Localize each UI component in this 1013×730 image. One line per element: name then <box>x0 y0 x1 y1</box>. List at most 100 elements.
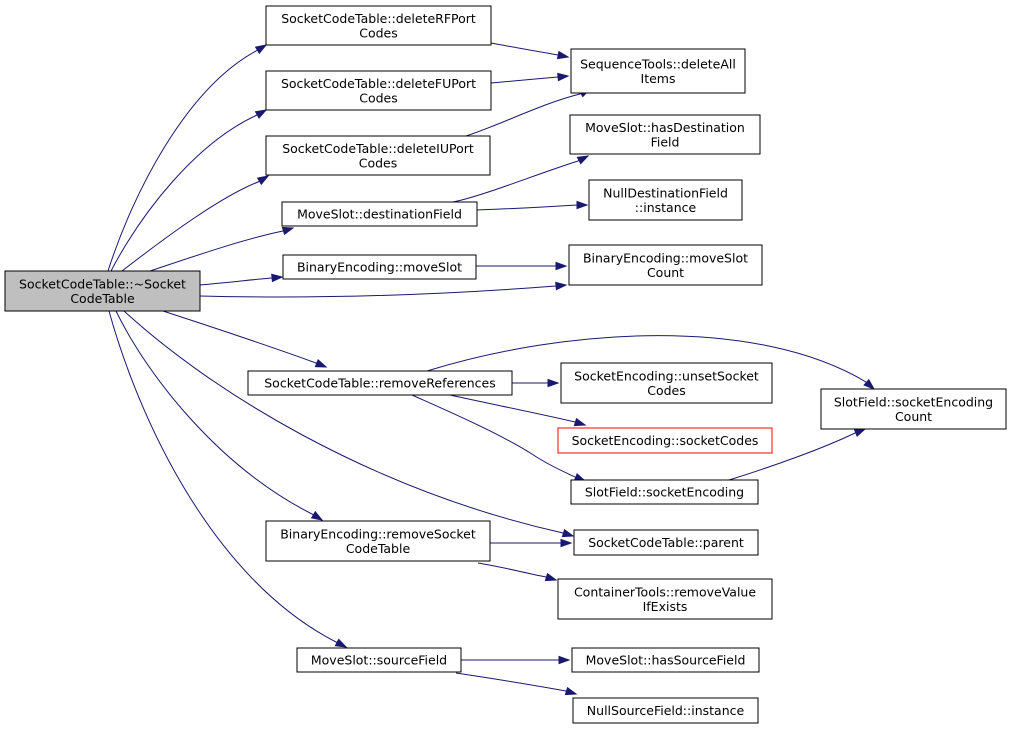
edge-line <box>107 44 267 272</box>
edge-line <box>115 310 323 521</box>
arrowhead-icon <box>547 378 560 388</box>
arrowhead-icon <box>863 378 876 390</box>
node-box <box>247 370 513 396</box>
edge-line <box>121 175 269 272</box>
node-label: Items <box>641 71 676 86</box>
node-box <box>265 5 492 46</box>
node-box <box>568 244 763 286</box>
node-box <box>4 270 201 312</box>
node-label: MoveSlot::hasSourceField <box>586 653 746 668</box>
edge-root-to-deleteFU <box>110 109 268 272</box>
node-label: SequenceTools::deleteAll <box>580 56 736 71</box>
node-label: NullDestinationField <box>603 185 728 200</box>
arrowhead-icon <box>256 175 270 186</box>
edge-root-to-removeSCT <box>115 310 324 521</box>
node-label: ::instance <box>635 200 697 215</box>
node-label: MoveSlot::destinationField <box>297 207 462 222</box>
edge-destField-to-hasDest <box>452 155 590 203</box>
edge-root-to-moveSlot <box>199 273 284 286</box>
edge-line <box>149 227 294 272</box>
arrowhead-icon <box>558 655 571 665</box>
node-slotSE[interactable]: SlotField::socketEncoding <box>570 479 759 505</box>
node-label: BinaryEncoding::moveSlot <box>583 250 748 265</box>
arrowhead-icon <box>314 359 328 368</box>
node-label: MoveSlot::sourceField <box>311 653 447 668</box>
node-label: Count <box>895 409 932 424</box>
node-box <box>560 362 773 404</box>
arrowhead-icon <box>555 261 568 271</box>
node-label: SocketEncoding::unsetSocket <box>574 368 759 383</box>
edge-line <box>108 310 347 648</box>
node-box <box>569 114 761 155</box>
arrowhead-icon <box>576 155 590 165</box>
node-label: Codes <box>647 383 686 398</box>
node-label: SocketCodeTable::deleteRFPort <box>281 11 476 26</box>
arrowhead-icon <box>576 200 589 210</box>
node-removeRefs[interactable]: SocketCodeTable::removeReferences <box>247 370 513 396</box>
nodes-layer: SocketCodeTable::~SocketCodeTableSocketC… <box>4 5 1007 724</box>
edge-root-to-destField <box>149 226 295 272</box>
arrowhead-icon <box>334 638 348 648</box>
node-nullDest[interactable]: NullDestinationField::instance <box>588 179 743 221</box>
edge-removeSCT-to-parent <box>489 538 573 548</box>
edge-line <box>490 42 569 58</box>
arrowhead-icon <box>281 226 295 236</box>
node-hasSource[interactable]: MoveSlot::hasSourceField <box>571 647 760 673</box>
node-box <box>572 697 759 724</box>
edge-root-to-parent <box>123 310 575 538</box>
edge-line <box>490 75 569 84</box>
edge-line <box>449 394 586 426</box>
edge-deleteFU-to-deleteAll <box>490 72 570 84</box>
node-nullSource[interactable]: NullSourceField::instance <box>572 697 759 724</box>
edge-line <box>199 284 567 298</box>
node-box <box>820 388 1007 430</box>
edge-line <box>199 276 283 286</box>
node-label: SlotField::socketEncoding <box>585 485 744 500</box>
edge-removeSCT-to-removeValue <box>477 562 558 582</box>
node-label: SocketCodeTable::removeReferences <box>264 376 496 391</box>
node-label: Count <box>647 265 684 280</box>
node-label: BinaryEncoding::moveSlot <box>297 260 462 275</box>
node-parent[interactable]: SocketCodeTable::parent <box>573 529 759 556</box>
node-destField[interactable]: MoveSlot::destinationField <box>281 201 478 227</box>
node-label: SocketCodeTable::deleteIUPort <box>282 141 474 156</box>
node-label: ContainerTools::removeValue <box>574 584 756 599</box>
node-box <box>281 201 478 227</box>
node-root[interactable]: SocketCodeTable::~SocketCodeTable <box>4 270 201 312</box>
node-moveSlot[interactable]: BinaryEncoding::moveSlot <box>282 254 477 280</box>
arrowhead-icon <box>254 109 268 119</box>
node-sourceField[interactable]: MoveSlot::sourceField <box>296 647 462 673</box>
edge-line <box>476 204 587 211</box>
edge-line <box>465 88 591 137</box>
arrowhead-icon <box>556 50 570 60</box>
node-socketCodes[interactable]: SocketEncoding::socketCodes <box>557 427 773 454</box>
edge-line <box>411 394 586 482</box>
node-label: CodeTable <box>346 541 411 556</box>
edge-destField-to-nullDest <box>476 200 589 211</box>
arrowhead-icon <box>573 417 587 427</box>
node-label: SocketCodeTable::~Socket <box>19 276 186 291</box>
arrowhead-icon <box>557 72 570 82</box>
node-label: SocketCodeTable::parent <box>588 535 744 550</box>
arrowhead-icon <box>544 572 558 582</box>
node-box <box>571 647 760 673</box>
edge-root-to-moveSlotCount <box>199 281 568 298</box>
node-label: Field <box>651 134 680 149</box>
node-box <box>570 479 759 505</box>
edges-layer <box>107 42 876 696</box>
edge-sourceField-to-nullSource <box>455 672 578 696</box>
arrowhead-icon <box>271 273 284 283</box>
edge-line <box>455 672 577 695</box>
arrowhead-icon <box>561 528 575 538</box>
